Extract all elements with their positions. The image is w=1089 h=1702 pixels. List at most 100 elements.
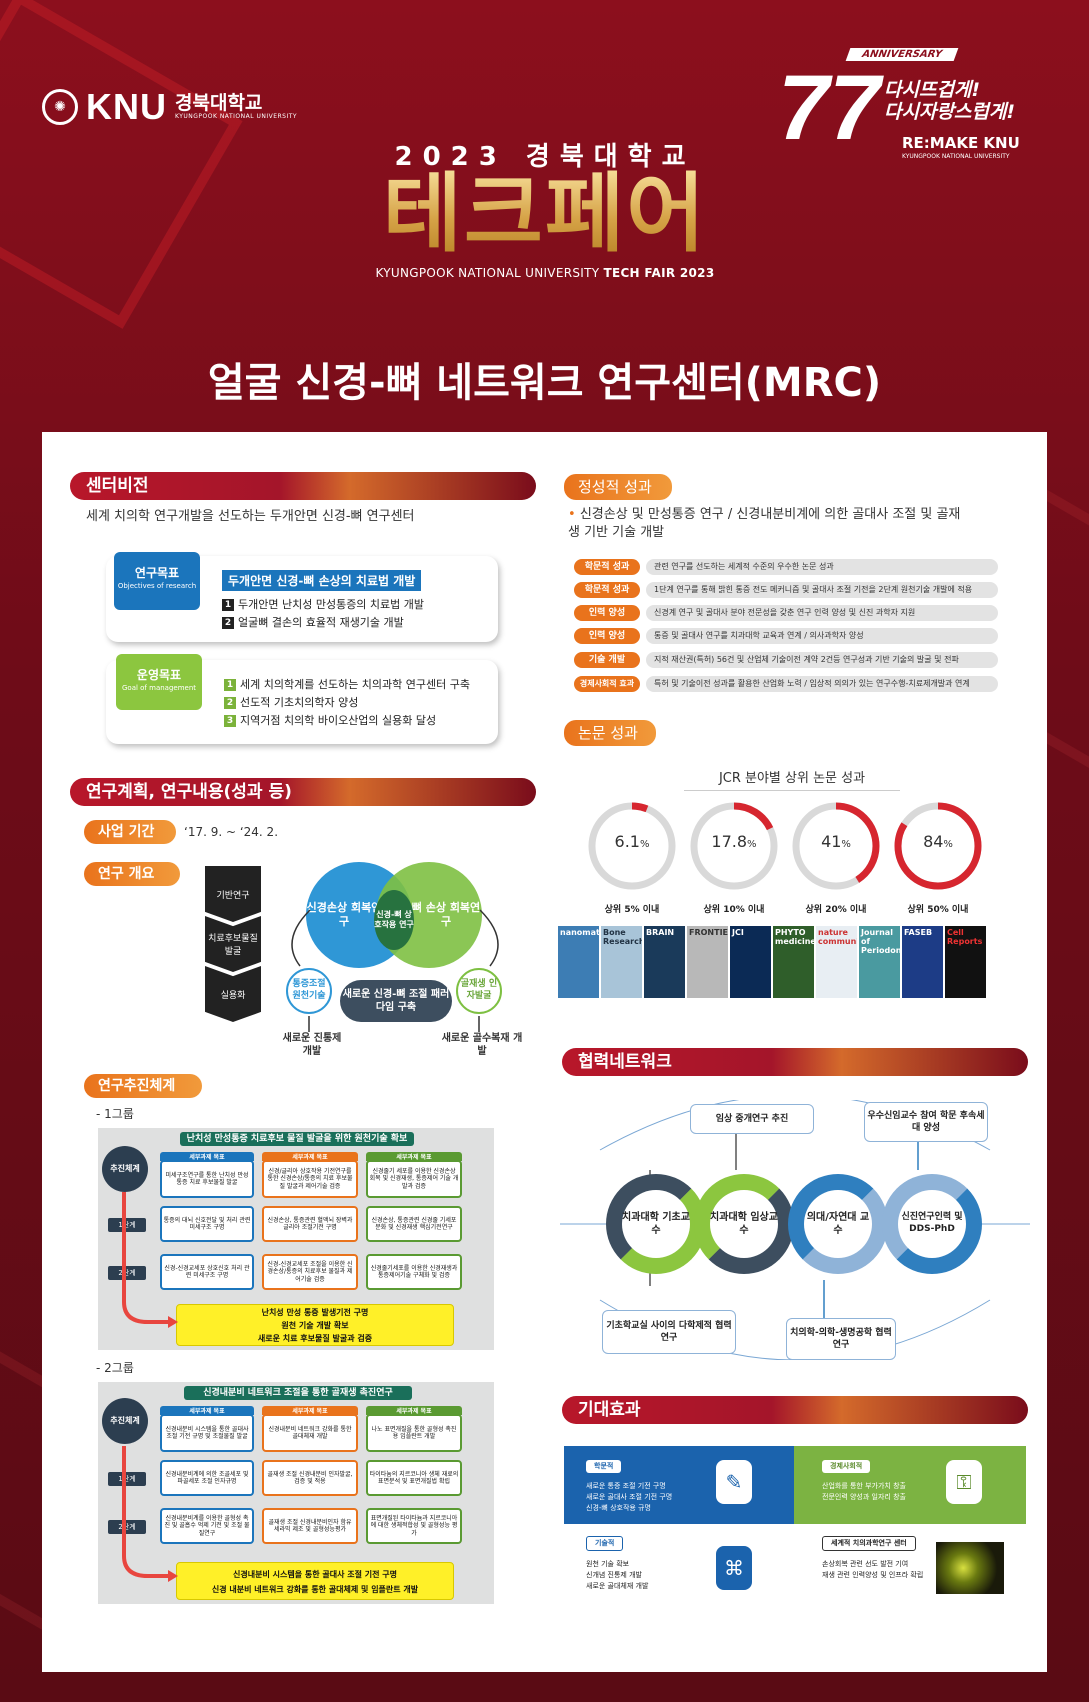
ring-value: 84% bbox=[892, 832, 984, 851]
vision-statement: 세계 치의학 연구개발을 선도하는 두개안면 신경-뼈 연구센터 bbox=[86, 509, 415, 524]
event-title: 테크페어 bbox=[350, 168, 740, 260]
ring-category-label: 상위 20% 이내 bbox=[805, 905, 867, 915]
venn-center: 신경-뼈 상호작용 연구 bbox=[374, 890, 414, 950]
group1-stage1: 1단계 bbox=[108, 1218, 146, 1232]
effect-technical-content: 기술적 원천 기술 확보 신개념 진통제 개발 새로운 골대체재 개발 bbox=[586, 1536, 648, 1592]
journal-cover: FRONTIERS bbox=[687, 926, 728, 998]
ring-value-unit: % bbox=[943, 839, 953, 850]
ring-value-unit: % bbox=[841, 839, 851, 850]
group2-stage1: 1단계 bbox=[108, 1472, 146, 1486]
venn-bottom: 새로운 신경-뼈 조절 패러다임 구축 bbox=[340, 980, 452, 1022]
ring-category-label: 상위 5% 이내 bbox=[604, 905, 660, 915]
slogan-line: 다시자랑스럽게! bbox=[884, 100, 1016, 123]
effect-technical-title: 기술적 bbox=[586, 1536, 624, 1551]
group2-result: 신경내분비 시스템을 통한 골대사 조절 기전 구명 신경 내분비 네트워크 강… bbox=[176, 1562, 454, 1600]
research-goal-headline: 두개안면 신경-뼈 손상의 치료법 개발 bbox=[222, 570, 422, 591]
venn-center-label: 신경-뼈 상호작용 연구 bbox=[374, 909, 414, 929]
group1-result-line: 새로운 치료 후보물질 발굴과 검증 bbox=[257, 1334, 373, 1343]
journal-cover: Cell Reports bbox=[945, 926, 986, 998]
group2-label: - 2그룹 bbox=[96, 1361, 134, 1375]
venn-left-label: 신경손상 회복연구 bbox=[306, 900, 382, 928]
ring-value: 17.8% bbox=[688, 832, 780, 851]
group2-arrow bbox=[122, 1446, 178, 1582]
chevron-label: 실용화 bbox=[220, 990, 246, 1001]
effect-economic-content: 경제사회적 산업화를 통한 부가가치 창출 전문인력 양성과 일자리 창출 bbox=[822, 1460, 906, 1503]
network-top-right: 우수신임교수 참여 학문 후속세대 양성 bbox=[864, 1102, 988, 1142]
venn-bottom-label: 새로운 신경-뼈 조절 패러다임 구축 bbox=[342, 989, 450, 1013]
number-badge: 2 bbox=[224, 697, 236, 709]
remake-knu: RE:MAKE KNU bbox=[902, 134, 1020, 152]
section-plan-heading: 연구계획, 연구내용(성과 등) bbox=[70, 778, 536, 806]
venn-out-right: 새로운 골수복재 개발 bbox=[441, 1033, 523, 1057]
journal-cover: nanomaterials bbox=[558, 926, 599, 998]
qualitative-row: 기술 개발 지적 재산권(특허) 56건 및 산업체 기술이전 계약 2건등 연구… bbox=[574, 651, 1004, 669]
knu-wordmark: KNU bbox=[86, 86, 167, 127]
list-item: 2 선도적 기초치의학자 양성 bbox=[224, 694, 470, 712]
ring-chart: 17.8% bbox=[688, 800, 780, 892]
effect-item: 새로운 골대사 조절 기전 구명 bbox=[586, 1493, 673, 1501]
qualitative-row-text: 신경계 연구 및 골대사 분야 전문성을 갖춘 연구 인력 양성 및 신진 과학… bbox=[646, 605, 998, 621]
qualitative-row: 학문적 성과 1단계 연구를 통해 밝힌 통증 전도 메커니즘 및 골대사 조절 … bbox=[574, 581, 1004, 599]
qualitative-row-label: 학문적 성과 bbox=[574, 582, 640, 598]
papers-heading: 논문 성과 bbox=[564, 720, 656, 746]
group2-stage1-item: 타이타늄의 지르코니아 생체 재료의 표면분석 및 표면개질법 확립 bbox=[366, 1460, 462, 1496]
qualitative-row-text: 지적 재산권(특허) 56건 및 산업체 기술이전 계약 2건등 연구성과 기반… bbox=[646, 652, 998, 668]
network-bottom-right: 치의학-의학-생명공학 협력연구 bbox=[786, 1318, 896, 1360]
group1-col-head: 세부과제 목표 bbox=[366, 1152, 462, 1161]
ring-svg bbox=[792, 802, 880, 890]
venn-out-left: 새로운 진통제 개발 bbox=[282, 1033, 342, 1057]
group1-side: 추진체계 bbox=[102, 1146, 148, 1192]
slogan-line: 다시뜨겁게! bbox=[884, 79, 981, 101]
ring-arc bbox=[588, 802, 676, 890]
venn-right-label: 뼈 손상 회복연구 bbox=[411, 900, 481, 928]
effect-item: 재생 관련 인력양성 및 인프라 확립 bbox=[822, 1571, 924, 1579]
qualitative-row-text: 1단계 연구를 통해 밝힌 통증 전도 메커니즘 및 골대사 조절 기전을 2단… bbox=[646, 582, 998, 598]
academic-icon: ✎ bbox=[716, 1460, 752, 1504]
ring-value-number: 6.1 bbox=[614, 832, 640, 851]
group2-side: 추진체계 bbox=[102, 1398, 148, 1444]
qualitative-row-text: 통증 및 골대사 연구를 치과대학 교육과 연계 / 의사과학자 양성 bbox=[646, 628, 998, 644]
neuron-image bbox=[936, 1542, 1004, 1594]
qualitative-row-label: 학문적 성과 bbox=[574, 559, 640, 575]
journal-cover: BRAIN bbox=[644, 926, 685, 998]
number-badge: 3 bbox=[224, 715, 236, 727]
group2-goal: 나노 표면개질을 통한 골형성 촉진용 임플란트 개발 bbox=[366, 1414, 462, 1452]
effect-global-content: 세계적 치의과학연구 센터 손상회복 관련 선도 발전 기여 재생 관련 인력양… bbox=[822, 1536, 923, 1581]
knu-name-en: KYUNGPOOK NATIONAL UNIVERSITY bbox=[175, 113, 298, 121]
decor-hexagon bbox=[0, 0, 243, 329]
group2-stage1-item: 신경내분비계에 의한 조골세포 및 파골세포 조절 인자규명 bbox=[160, 1460, 254, 1496]
section-vision-heading: 센터비전 bbox=[70, 472, 536, 500]
effect-item: 손상회복 관련 선도 발전 기여 bbox=[822, 1560, 909, 1568]
group1-goal: 신경/글리아 상호작용 기전연구를 통한 신경손상/통증의 치료 후보물질 발굴… bbox=[262, 1160, 358, 1198]
effect-item: 전문인력 양성과 일자리 창출 bbox=[822, 1493, 906, 1501]
network-top-left: 임상 중개연구 추진 bbox=[690, 1104, 814, 1134]
qualitative-bullet: • 신경손상 및 만성통증 연구 / 신경내분비계에 의한 골대사 조절 및 골… bbox=[568, 506, 968, 542]
group1-arrow bbox=[122, 1192, 178, 1328]
research-goal-label-en: Objectives of research bbox=[117, 581, 197, 590]
effect-item: 새로운 통증 조절 기전 구명 bbox=[586, 1482, 666, 1490]
ring-svg bbox=[894, 802, 982, 890]
effect-economic-title: 경제사회적 bbox=[822, 1460, 871, 1473]
chevron-label: 치료후보물질 발굴 bbox=[208, 934, 258, 957]
journal-cover: JCI bbox=[730, 926, 771, 998]
ring-value-unit: % bbox=[639, 839, 650, 850]
group2-goal: 신경내분비 네트워크 강화를 통한 골대체재 개발 bbox=[262, 1414, 358, 1452]
operating-goal-item: 선도적 기초치의학자 양성 bbox=[240, 696, 359, 709]
period-label: 사업 기간 bbox=[84, 820, 176, 844]
command-icon: ⌘ bbox=[716, 1546, 752, 1590]
qualitative-row-label: 기술 개발 bbox=[574, 652, 640, 668]
ring-arc bbox=[690, 802, 778, 890]
effect-academic bbox=[564, 1446, 794, 1524]
group1-goal: 미세구조연구를 통한 난치성 만성통증 치료 후보물질 발굴 bbox=[160, 1160, 254, 1198]
research-goal-item: 얼굴뼈 결손의 효율적 재생기술 개발 bbox=[238, 616, 404, 629]
network-node: 의대/자연대 교수 bbox=[788, 1174, 888, 1274]
qualitative-row-text: 특허 및 기술이전 성과를 활용한 산업화 노력 / 임상적 의의가 있는 연구… bbox=[646, 676, 998, 692]
ring-value-number: 17.8 bbox=[711, 832, 748, 851]
ring-arc bbox=[792, 802, 880, 890]
ring-arc bbox=[894, 802, 982, 890]
